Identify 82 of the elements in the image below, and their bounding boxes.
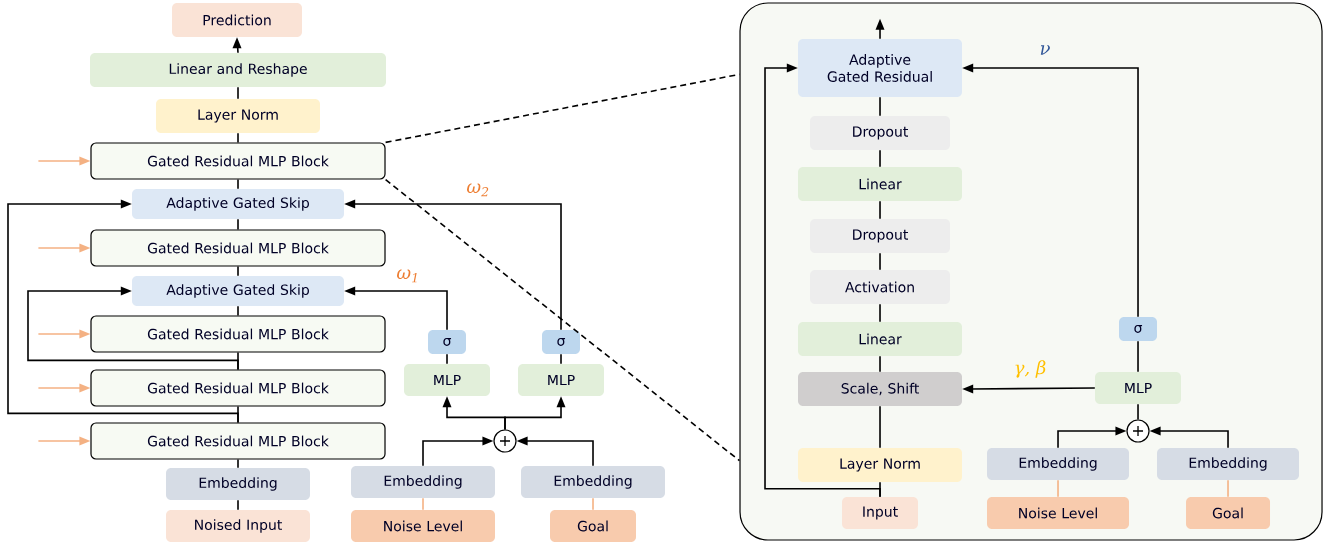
arrow xyxy=(232,37,242,54)
sigmoid-box: σ xyxy=(542,330,580,354)
block-box: Gated Residual MLP Block xyxy=(90,369,386,407)
layer-box: Linear and Reshape xyxy=(90,53,386,87)
mlp-box: MLP xyxy=(518,364,604,396)
arrow xyxy=(37,383,91,393)
mlp-box: MLP xyxy=(1095,372,1181,404)
block-box: Gated Residual MLP Block xyxy=(90,142,386,180)
arrow xyxy=(37,436,91,446)
connector-line xyxy=(1057,479,1059,498)
layer-box: Dropout xyxy=(810,116,950,150)
input-box: Noise Level xyxy=(987,497,1129,529)
input-box: Noised Input xyxy=(166,510,310,542)
layer-box: Dropout xyxy=(810,219,950,253)
connector-line xyxy=(237,178,239,190)
arrow xyxy=(875,18,885,40)
connector-line xyxy=(1137,403,1139,421)
arrow xyxy=(516,436,594,467)
input-box: Goal xyxy=(1186,497,1270,529)
sigmoid-box: σ xyxy=(1119,317,1157,341)
layer-box: Layer Norm xyxy=(798,448,962,482)
connector-line xyxy=(879,96,881,117)
arrow xyxy=(764,63,881,498)
connector-line xyxy=(237,305,239,317)
edge-label: ω$_{1}$ xyxy=(397,269,417,283)
input-box: Input xyxy=(842,497,918,529)
layer-box: Activation xyxy=(810,270,950,304)
block-box: Gated Residual MLP Block xyxy=(90,315,386,353)
block-box: Gated Residual MLP Block xyxy=(90,422,386,460)
arrow xyxy=(422,436,494,467)
mlp-box: MLP xyxy=(404,364,490,396)
input-box: Noise Level xyxy=(351,510,495,542)
connector-line xyxy=(446,353,448,365)
input-box: Goal xyxy=(550,510,636,542)
embedding-box: Embedding xyxy=(1157,448,1299,480)
arrow xyxy=(962,384,1096,394)
connector-line xyxy=(237,499,239,511)
dashed-line xyxy=(384,178,741,462)
skip-box: Adaptive Gated Skip xyxy=(132,189,344,219)
embedding-box: Embedding xyxy=(166,468,310,500)
connector-line xyxy=(879,200,881,220)
arrow xyxy=(27,286,239,371)
connector-line xyxy=(237,458,239,469)
arrow xyxy=(37,329,91,339)
output-box: Prediction xyxy=(172,3,302,37)
connector-line xyxy=(237,86,239,100)
embedding-box: Embedding xyxy=(521,466,665,498)
connector-line xyxy=(560,353,562,365)
arrow xyxy=(37,156,91,166)
edge-label: ν xyxy=(1040,45,1050,55)
connector-line xyxy=(237,218,239,231)
skip-box: Adaptive Gated Skip xyxy=(132,276,344,306)
connector-line xyxy=(1137,340,1139,373)
connector-line xyxy=(422,497,424,511)
connector-line xyxy=(879,355,881,373)
arrow xyxy=(1057,426,1127,449)
arrow xyxy=(962,63,1139,318)
connector-line xyxy=(879,405,881,449)
connector-line xyxy=(879,303,881,323)
block-box: Gated Residual MLP Block xyxy=(90,229,386,267)
connector-line xyxy=(592,497,594,511)
connector-line xyxy=(1227,479,1229,498)
connector-line xyxy=(237,265,239,277)
arrow xyxy=(37,243,91,253)
layer-box: Scale, Shift xyxy=(798,372,962,406)
arrow xyxy=(504,396,566,431)
connector-line xyxy=(879,252,881,271)
embedding-box: Embedding xyxy=(987,448,1129,480)
arrow xyxy=(7,199,239,424)
sigmoid-box: σ xyxy=(428,330,466,354)
layer-box: Linear xyxy=(798,167,962,201)
arrow xyxy=(344,286,448,331)
arrow xyxy=(1149,426,1229,449)
layer-box: Layer Norm xyxy=(156,99,320,133)
edge-label: γ, β xyxy=(1015,360,1046,378)
arrow xyxy=(344,199,562,331)
connector-line xyxy=(237,132,239,144)
residual-box: Adaptive Gated Residual xyxy=(798,39,962,97)
embedding-box: Embedding xyxy=(351,466,495,498)
edge-label: ω$_{2}$ xyxy=(467,183,489,197)
layer-box: Linear xyxy=(798,322,962,356)
connector-line xyxy=(879,149,881,168)
